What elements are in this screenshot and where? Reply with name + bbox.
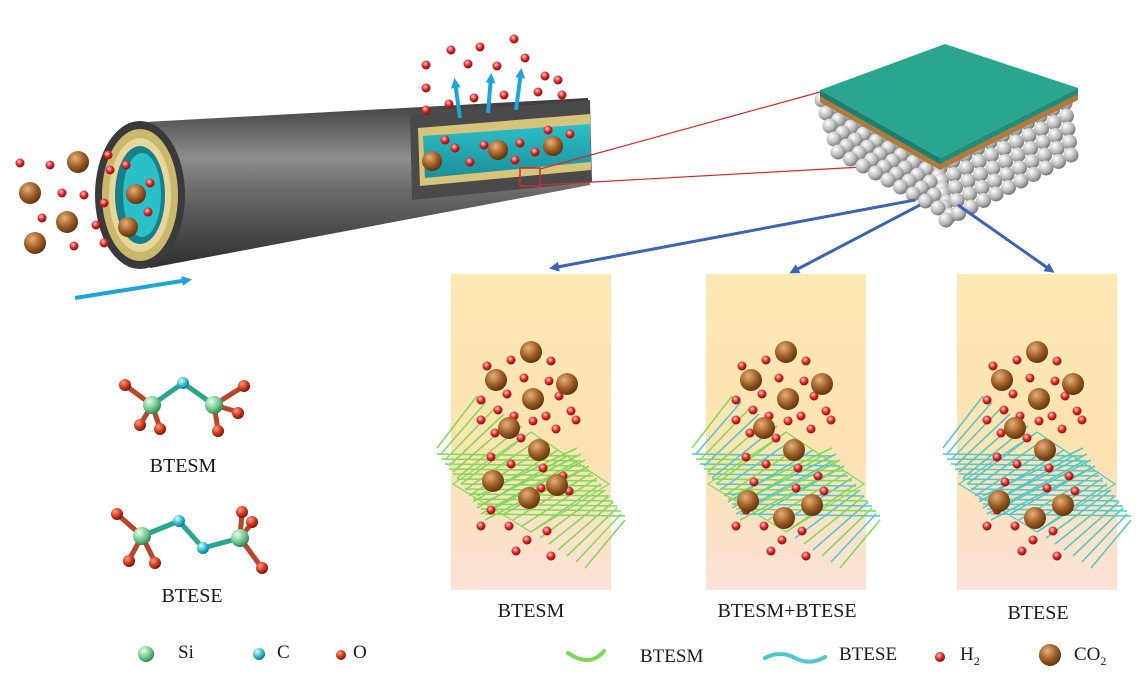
btesm-molecule-icon	[119, 377, 250, 437]
membrane-slab	[814, 44, 1079, 228]
si-legend-label: Si	[178, 642, 194, 663]
feed-arrow	[74, 276, 192, 300]
legend-h2-label: H2	[960, 644, 980, 668]
btesm-network-icon	[566, 649, 606, 662]
c-legend-label: C	[277, 642, 290, 663]
tubular-membrane	[95, 91, 881, 269]
panel-btesm	[436, 274, 626, 590]
panel-btesm-btese	[691, 274, 881, 590]
c-atom-icon	[253, 648, 265, 660]
o-atom-icon	[336, 650, 346, 660]
si-atom-icon	[138, 646, 154, 662]
btese-network-icon	[763, 652, 827, 664]
tube-inner-particles	[422, 125, 575, 171]
legend-btese-label: BTESE	[839, 644, 898, 665]
permeate-arrows	[450, 68, 526, 119]
panel-mixed-label: BTESM+BTESE	[717, 600, 857, 622]
co2-particle-icon	[1039, 644, 1061, 666]
btese-molecule-label: BTESE	[161, 585, 223, 607]
h2-particle-icon	[935, 652, 945, 662]
feed-particles	[15, 150, 155, 254]
legend-co2-label: CO2	[1074, 644, 1107, 668]
panel-btese-label: BTESE	[1007, 602, 1069, 624]
panel-btese	[942, 274, 1132, 590]
btese-molecule-icon	[111, 506, 268, 574]
zoom-box	[519, 167, 541, 187]
permeate-h2-particles	[421, 34, 567, 115]
btesm-molecule-label: BTESM	[149, 455, 217, 477]
panel-btesm-label: BTESM	[497, 600, 565, 622]
legend-btesm-label: BTESM	[640, 646, 704, 667]
zoom-arrows	[549, 198, 1055, 274]
panel-btesm-network	[436, 395, 626, 569]
o-legend-label: O	[353, 642, 367, 663]
